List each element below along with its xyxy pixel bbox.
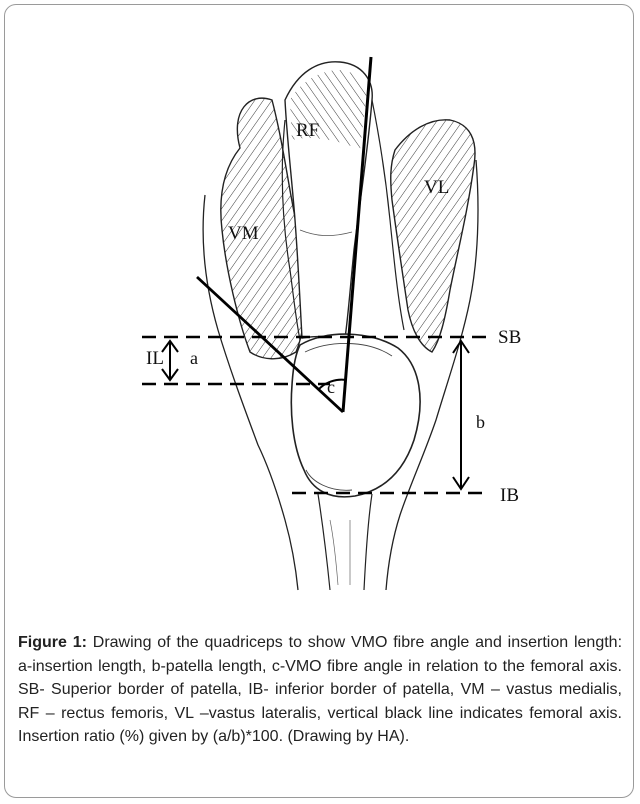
quadriceps-drawing: RF VL VM SB IL IB a b c bbox=[0, 0, 640, 630]
label-a: a bbox=[190, 348, 198, 368]
label-rf: RF bbox=[296, 120, 319, 141]
caption-text: Drawing of the quadriceps to show VMO fi… bbox=[18, 634, 622, 745]
insertion-length-arrow bbox=[162, 341, 178, 380]
vastus-lateralis-muscle bbox=[391, 120, 475, 352]
label-il: IL bbox=[146, 348, 164, 369]
label-ib: IB bbox=[500, 485, 519, 506]
caption-figure-label: Figure 1: bbox=[18, 634, 87, 651]
patella-length-arrow bbox=[453, 341, 469, 489]
figure-caption: Figure 1: Drawing of the quadriceps to s… bbox=[18, 631, 622, 749]
label-c: c bbox=[327, 377, 335, 397]
patella bbox=[291, 334, 420, 497]
patellar-tendon bbox=[318, 494, 330, 590]
label-sb: SB bbox=[498, 327, 521, 348]
label-b: b bbox=[476, 412, 485, 432]
label-vl: VL bbox=[424, 177, 449, 198]
label-vm: VM bbox=[228, 223, 259, 244]
